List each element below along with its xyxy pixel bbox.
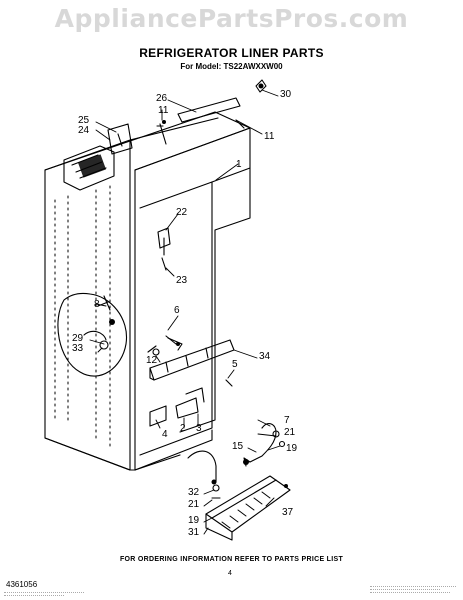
callout-11-right: 11: [264, 131, 275, 142]
callout-11-top: 11: [158, 105, 169, 116]
liner-top-panel: [44, 111, 251, 171]
callout-3: 3: [196, 423, 202, 434]
callout-34: 34: [259, 351, 271, 362]
callout-32: 32: [188, 487, 200, 498]
callout-31: 31: [188, 527, 200, 538]
callout-1: 1: [236, 159, 242, 170]
callout-21-right: 21: [284, 427, 296, 438]
callout-26: 26: [156, 93, 168, 104]
callout-21-left: 21: [188, 499, 200, 510]
callout-2: 2: [180, 423, 186, 434]
model-subtitle: For Model: TS22AWXXW00: [180, 62, 283, 71]
callout-8: 8: [94, 299, 100, 310]
callout-15: 15: [232, 441, 244, 452]
fine-print-left: [4, 590, 94, 598]
callout-33: 33: [72, 343, 84, 354]
site-watermark: AppliancePartsPros.com: [54, 4, 409, 33]
callout-5: 5: [232, 359, 238, 370]
damper-assembly: [63, 145, 115, 191]
shelf-rail: [149, 339, 235, 381]
bracket-4: [149, 405, 167, 427]
trim-bar-26: [177, 97, 241, 123]
liner-side-panel: [44, 139, 131, 471]
heater-wire: [249, 423, 277, 463]
callout-23: 23: [176, 275, 188, 286]
liner-front-frame: [134, 127, 251, 433]
ordering-info-footer: FOR ORDERING INFORMATION REFER TO PARTS …: [119, 556, 344, 563]
callout-25: 25: [78, 115, 90, 126]
callout-6: 6: [174, 305, 180, 316]
drain-trough: [205, 475, 291, 533]
bracket-22: [157, 227, 171, 249]
callout-12: 12: [146, 355, 158, 366]
callout-22: 22: [176, 207, 188, 218]
fine-print-right: [370, 584, 460, 596]
callout-30: 30: [280, 89, 292, 100]
callout-19-left: 19: [188, 515, 200, 526]
callout-19-right: 19: [286, 443, 298, 454]
callout-7: 7: [284, 415, 290, 426]
callout-29: 29: [72, 333, 84, 344]
document-number: 4361056: [6, 580, 38, 589]
callout-4: 4: [162, 429, 168, 440]
fan-opening: [57, 292, 128, 377]
callout-37: 37: [282, 507, 294, 518]
callout-24: 24: [78, 125, 90, 136]
page-number: 4: [228, 570, 232, 577]
page-title: REFRIGERATOR LINER PARTS: [139, 46, 324, 60]
